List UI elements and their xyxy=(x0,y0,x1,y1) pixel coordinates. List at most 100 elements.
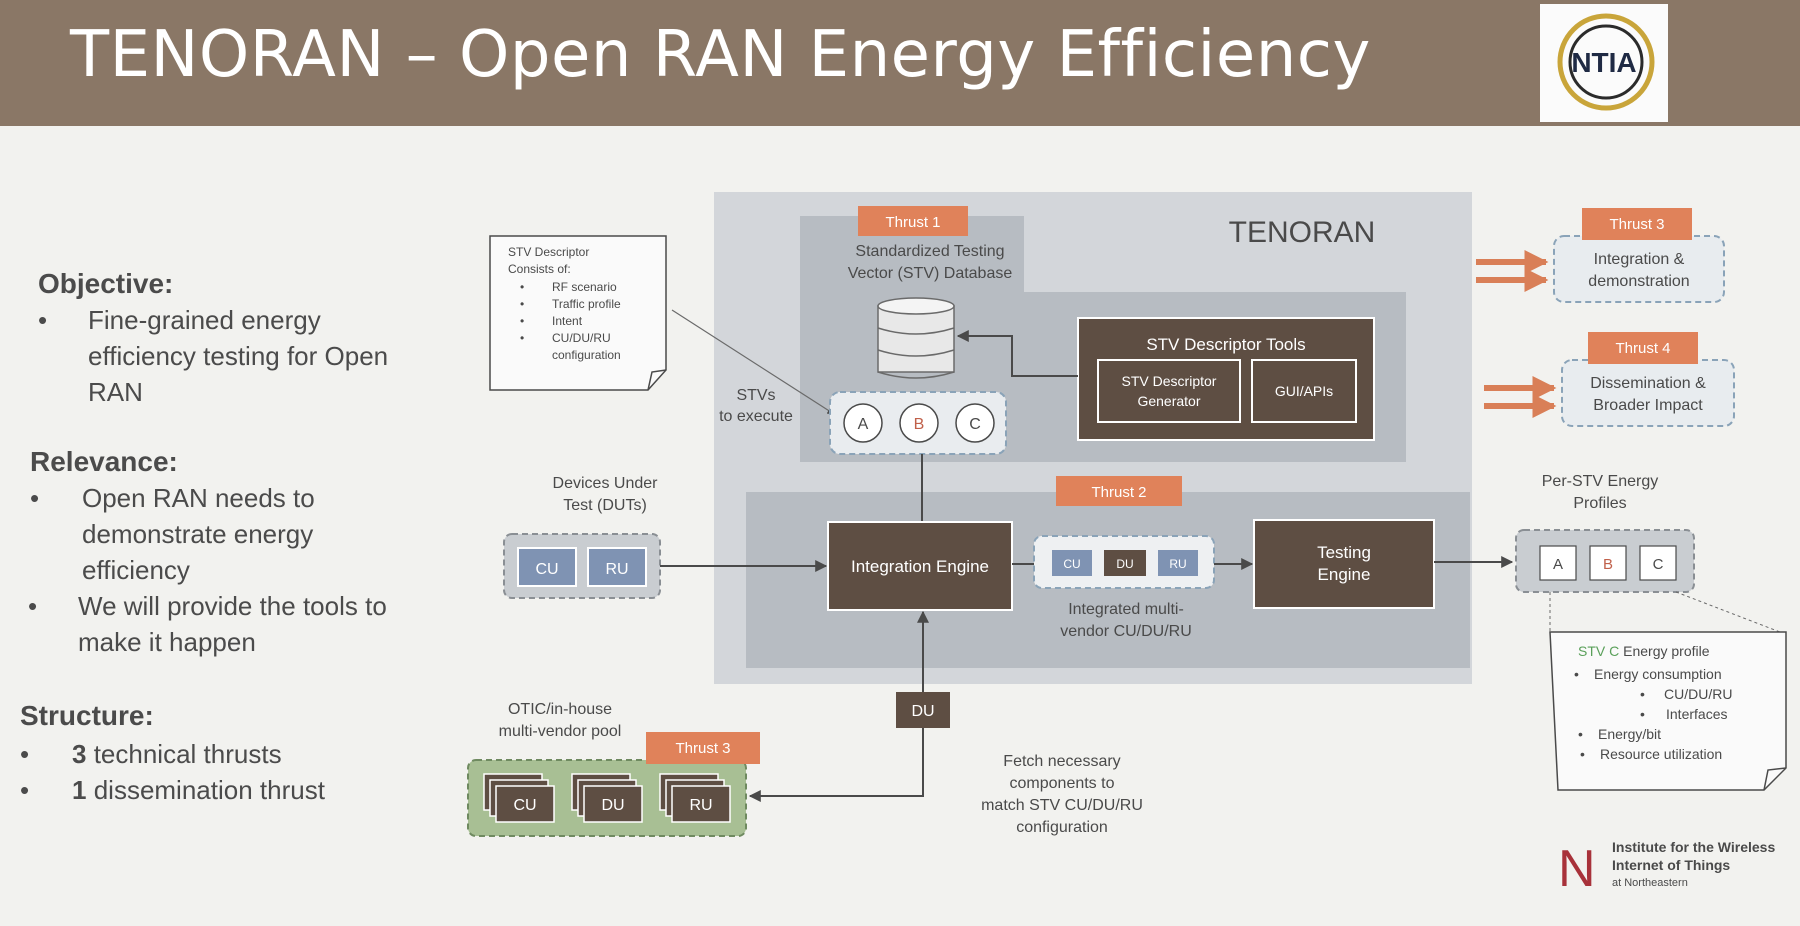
structure-bullet-2: • 1 dissemination thrust xyxy=(20,775,325,805)
thrust3-right-badge xyxy=(1582,208,1692,240)
integration-engine xyxy=(827,521,1013,611)
relevance-bullet-1: • Open RAN needs to demonstrate energy e… xyxy=(30,483,315,585)
pool-cu-stack xyxy=(483,773,555,823)
svg-text:Intent: Intent xyxy=(552,314,583,328)
tenoran-label: TENORAN xyxy=(1229,216,1376,249)
pool-label-2: multi-vendor pool xyxy=(499,723,622,740)
svg-text:Engine: Engine xyxy=(1318,565,1371,584)
fetch-label-3: match STV CU/DU/RU xyxy=(981,797,1143,814)
tools-to-db-arrow xyxy=(956,330,1078,377)
energy-profile-note xyxy=(1549,631,1787,791)
svg-text:Thrust 1: Thrust 1 xyxy=(885,214,940,231)
database-icon xyxy=(877,297,955,379)
svg-text:GUI/APIs: GUI/APIs xyxy=(1275,383,1333,399)
svg-text:Energy/bit: Energy/bit xyxy=(1598,726,1661,742)
svg-text:•: • xyxy=(520,297,524,311)
pool-du-stack xyxy=(571,773,643,823)
fetch-label-1: Fetch necessary xyxy=(1003,753,1120,770)
svg-text:Dissemination &: Dissemination & xyxy=(1590,375,1706,392)
svg-text:CU: CU xyxy=(1063,557,1080,571)
gui-apis-box xyxy=(1251,359,1357,423)
svg-text:•: • xyxy=(1578,726,1583,742)
svg-text:CU: CU xyxy=(513,797,536,814)
relevance-heading: Relevance: xyxy=(30,446,178,477)
svg-text:at Northeastern: at Northeastern xyxy=(1612,877,1688,889)
svg-text:DU: DU xyxy=(1116,557,1133,571)
svg-text:Thrust 4: Thrust 4 xyxy=(1615,340,1670,357)
svg-text:A: A xyxy=(858,416,869,433)
profiles-label-1: Per-STV Energy xyxy=(1542,473,1658,490)
svg-text:Institute for the Wireless: Institute for the Wireless xyxy=(1612,839,1775,855)
svg-text:DU: DU xyxy=(601,797,624,814)
stv-circle-c xyxy=(955,403,995,443)
svg-text:DU: DU xyxy=(911,703,934,720)
relevance-bullet-2: • We will provide the tools to make it h… xyxy=(28,591,387,657)
structure-bullet-1: • 3 technical thrusts xyxy=(20,739,282,769)
ntia-logo: NTIA xyxy=(1540,4,1668,122)
energy-note-title: STV C Energy profile xyxy=(1578,643,1710,659)
svg-text:Integration &: Integration & xyxy=(1594,251,1685,268)
pool-ru-stack xyxy=(659,773,731,823)
svg-text:Thrust 3: Thrust 3 xyxy=(1609,216,1664,233)
svg-text:Broader Impact: Broader Impact xyxy=(1593,397,1703,414)
orange-arrows-t4 xyxy=(1484,376,1557,418)
svg-text:C: C xyxy=(969,416,981,433)
svg-text:•: • xyxy=(1574,666,1579,682)
du-to-pool-arrow xyxy=(748,728,924,802)
stv-circle-a xyxy=(843,403,883,443)
svg-text:•: • xyxy=(520,331,524,345)
dut-cu xyxy=(517,547,577,587)
svg-text:•: • xyxy=(520,314,524,328)
stv-circle-b xyxy=(899,403,939,443)
integrated-cu xyxy=(1052,550,1092,576)
dut-ru xyxy=(587,547,647,587)
objective-bullet: • Fine-grained energy efficiency testing… xyxy=(38,305,389,407)
fetch-label-4: configuration xyxy=(1016,819,1108,836)
svg-text:CU/DU/RU: CU/DU/RU xyxy=(1664,686,1732,702)
svg-text:Traffic profile: Traffic profile xyxy=(552,297,621,311)
integrated-du xyxy=(1104,550,1146,576)
thrust1-label-2: Vector (STV) Database xyxy=(848,265,1013,282)
stvs-label-2: to execute xyxy=(719,408,793,425)
fetch-label-2: components to xyxy=(1010,775,1115,792)
seal-ring-outer xyxy=(1557,13,1655,111)
du-box xyxy=(896,692,950,728)
integrated-label-1: Integrated multi- xyxy=(1068,601,1184,618)
svg-text:RU: RU xyxy=(1169,557,1186,571)
stv-descriptor-note xyxy=(489,235,667,391)
svg-text:B: B xyxy=(1603,556,1613,573)
svg-text:Resource utilization: Resource utilization xyxy=(1600,746,1722,762)
descriptor-tools-title: STV Descriptor Tools xyxy=(1146,335,1305,354)
orange-arrows-t3 xyxy=(1476,250,1549,292)
svg-text:Interfaces: Interfaces xyxy=(1666,706,1727,722)
svg-text:•: • xyxy=(1640,706,1645,722)
pool-label-1: OTIC/in-house xyxy=(508,701,612,718)
svg-text:RU: RU xyxy=(689,797,712,814)
note-pointer-line xyxy=(671,309,835,415)
svg-text:•: • xyxy=(1640,686,1645,702)
thrust4-badge xyxy=(1588,332,1698,364)
svg-text:Internet of Things: Internet of Things xyxy=(1612,857,1730,873)
duts-label-1: Devices Under xyxy=(553,475,659,492)
svg-text:C: C xyxy=(1653,556,1664,573)
thrust1-badge xyxy=(858,206,968,236)
svg-text:A: A xyxy=(1553,556,1563,573)
profiles-label-2: Profiles xyxy=(1573,495,1626,512)
slide-title: TENORAN – Open RAN Energy Efficiency xyxy=(70,18,1371,92)
svg-text:CU: CU xyxy=(535,561,558,578)
svg-text:Testing: Testing xyxy=(1317,543,1371,562)
svg-text:CU/DU/RU: CU/DU/RU xyxy=(552,331,611,345)
profile-card-b xyxy=(1589,545,1627,581)
svg-text:Generator: Generator xyxy=(1137,393,1200,409)
stvs-label-1: STVs xyxy=(736,387,775,404)
svg-text:Thrust 3: Thrust 3 xyxy=(675,740,730,757)
svg-text:B: B xyxy=(914,416,925,433)
svg-text:Energy consumption: Energy consumption xyxy=(1594,666,1722,682)
svg-text:•: • xyxy=(520,280,524,294)
ntia-logo-text: NTIA xyxy=(1571,47,1636,78)
seal-ring-inner xyxy=(1568,24,1644,100)
integrated-label-2: vendor CU/DU/RU xyxy=(1060,623,1192,640)
svg-text:RF scenario: RF scenario xyxy=(552,280,617,294)
svg-text:Integration Engine: Integration Engine xyxy=(851,557,989,576)
